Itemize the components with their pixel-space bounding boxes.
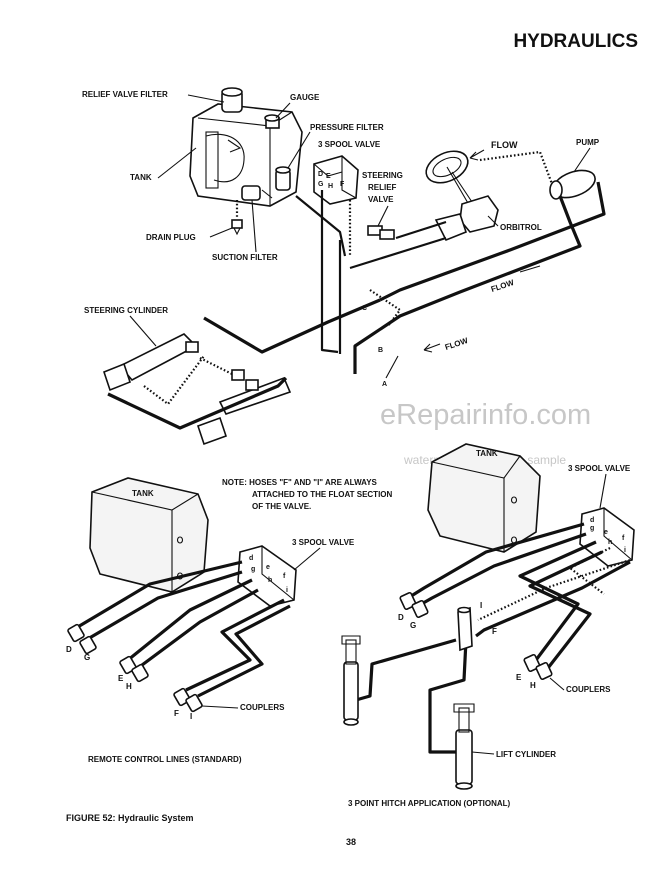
spool-valve-right: d g e h f i: [579, 507, 635, 567]
coupler-i-left: [185, 693, 203, 713]
three-point-hitch-diagram: TANK 3 SPOOL VALVE d g e h f i: [341, 443, 635, 808]
spool-valve-left-label: 3 SPOOL VALVE: [292, 538, 355, 547]
label-line-c: C: [362, 305, 367, 312]
steering-wheel-icon: [425, 150, 481, 215]
label-line-a: A: [382, 381, 387, 388]
svg-text:I: I: [480, 601, 482, 610]
svg-text:g: g: [590, 525, 594, 532]
svg-text:F: F: [492, 627, 497, 636]
hitch-valve: [457, 606, 473, 652]
tank-right-label: TANK: [476, 449, 498, 458]
left-hitch-cylinder: [341, 635, 361, 726]
coupler-h-right: [535, 661, 553, 681]
svg-text:e: e: [604, 529, 608, 536]
label-valve-f: F: [340, 181, 345, 188]
hitch-caption: 3 POINT HITCH APPLICATION (OPTIONAL): [348, 799, 511, 808]
couplers-right-label: COUPLERS: [566, 685, 611, 694]
lift-cylinder-label: LIFT CYLINDER: [496, 750, 556, 759]
remote-control-diagram: TANK d e g h f i 3 SPOOL VALVE: [66, 477, 355, 764]
svg-text:f: f: [622, 535, 625, 542]
page-number: 38: [346, 837, 356, 847]
svg-text:H: H: [126, 682, 132, 691]
note-line-2: ATTACHED TO THE FLOAT SECTION: [252, 490, 393, 499]
watermark-text: eRepairinfo.com: [380, 399, 591, 431]
orbitrol: [434, 195, 499, 242]
gauge-icon: [264, 114, 280, 129]
svg-text:H: H: [530, 681, 536, 690]
couplers-left-label: COUPLERS: [240, 703, 285, 712]
svg-text:D: D: [66, 645, 72, 654]
label-pump: PUMP: [576, 138, 600, 147]
svg-text:i: i: [286, 587, 288, 594]
top-diagram: RELIEF VALVE FILTER GAUGE PRESSURE FILTE…: [82, 87, 606, 446]
label-flow-top: FLOW: [491, 140, 518, 150]
hose-note: NOTE: HOSES "F" AND "I" ARE ALWAYS ATTAC…: [222, 478, 393, 511]
relief-valve-filter: [221, 87, 243, 113]
page-title: HYDRAULICS: [513, 31, 638, 52]
label-valve-h: H: [328, 183, 333, 190]
svg-text:e: e: [266, 564, 270, 571]
coupler-d-left: [67, 623, 85, 643]
hydraulic-tank: [189, 103, 303, 207]
label-3-spool-valve-top: 3 SPOOL VALVE: [318, 140, 381, 149]
tank-left-label: TANK: [132, 489, 154, 498]
tank-right: TANK: [427, 443, 541, 553]
steering-relief-valve: [367, 225, 395, 240]
figure-caption: FIGURE 52: Hydraulic System: [66, 813, 194, 823]
svg-text:g: g: [251, 566, 255, 573]
note-line-1: NOTE: HOSES "F" AND "I" ARE ALWAYS: [222, 478, 378, 487]
svg-text:E: E: [118, 674, 124, 683]
label-tank-top: TANK: [130, 173, 152, 182]
pressure-filter: [275, 166, 291, 191]
note-line-3: OF THE VALVE.: [252, 502, 311, 511]
lift-cylinder: [453, 703, 475, 790]
svg-text:d: d: [590, 517, 594, 524]
svg-text:h: h: [608, 539, 612, 546]
svg-text:I: I: [190, 712, 192, 721]
svg-text:F: F: [174, 709, 179, 718]
svg-text:f: f: [283, 573, 286, 580]
suction-filter: [241, 185, 273, 201]
svg-text:E: E: [516, 673, 522, 682]
label-valve-g: G: [318, 181, 324, 188]
spool-valve-right-label: 3 SPOOL VALVE: [568, 464, 631, 473]
spool-valve-left: d e g h f i: [237, 545, 297, 607]
label-steering: STEERING: [362, 171, 403, 180]
coupler-h-left: [131, 663, 149, 683]
coupler-g-right: [411, 599, 429, 619]
coupler-g-left: [79, 635, 97, 655]
label-relief-valve-filter: RELIEF VALVE FILTER: [82, 90, 168, 99]
svg-text:i: i: [624, 547, 626, 554]
svg-text:G: G: [410, 621, 416, 630]
label-steering-cylinder: STEERING CYLINDER: [84, 306, 168, 315]
label-valve: VALVE: [368, 195, 394, 204]
label-valve-e: E: [326, 173, 331, 180]
pump: [549, 169, 596, 200]
svg-text:D: D: [398, 613, 404, 622]
label-relief: RELIEF: [368, 183, 397, 192]
label-orbitrol: ORBITROL: [500, 223, 542, 232]
label-flow-bottom: FLOW: [444, 336, 470, 352]
drain-plug: [231, 200, 243, 236]
remote-control-caption: REMOTE CONTROL LINES (STANDARD): [88, 755, 242, 764]
top-spool-valve: [313, 155, 359, 205]
label-valve-d: D: [318, 171, 323, 178]
svg-text:d: d: [249, 555, 253, 562]
label-gauge: GAUGE: [290, 93, 320, 102]
svg-text:h: h: [268, 577, 272, 584]
label-line-b: B: [378, 347, 383, 354]
label-suction-filter: SUCTION FILTER: [212, 253, 278, 262]
label-drain-plug: DRAIN PLUG: [146, 233, 196, 242]
label-pressure-filter: PRESSURE FILTER: [310, 123, 384, 132]
svg-text:G: G: [84, 653, 90, 662]
